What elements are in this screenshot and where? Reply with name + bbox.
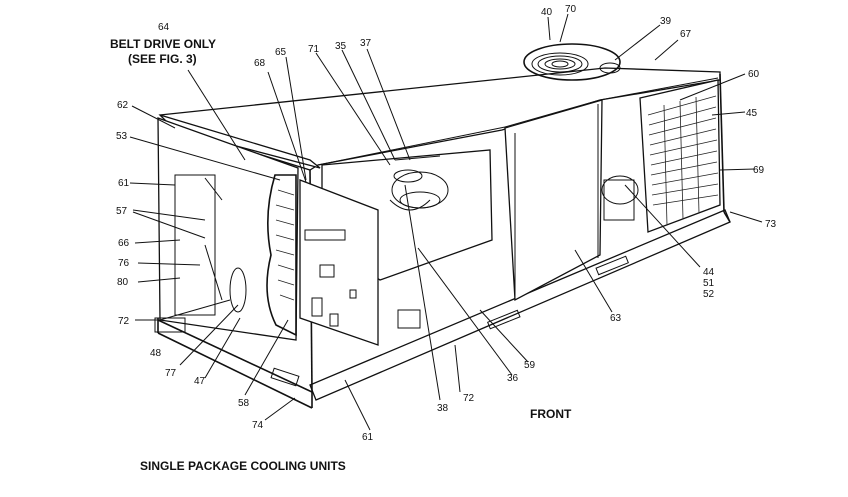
- callout-64: 64: [158, 22, 170, 33]
- callout-36: 36: [507, 373, 519, 384]
- callout-47: 47: [194, 376, 206, 387]
- evaporator-section: [154, 174, 297, 337]
- callout-74: 74: [252, 420, 264, 431]
- callout-51: 51: [703, 278, 715, 289]
- callout-58: 58: [238, 398, 250, 409]
- callout-44: 44: [703, 267, 715, 278]
- callout-60: 60: [748, 69, 760, 80]
- callout-39: 39: [660, 16, 672, 27]
- condenser-fan: [523, 43, 621, 81]
- callout-72-left: 72: [118, 316, 130, 327]
- callout-37: 37: [360, 38, 372, 49]
- callouts: 40 70 39 67 64 BELT DRIVE ONLY (SEE FIG.…: [110, 4, 777, 443]
- condenser-coil-grille: [601, 79, 721, 233]
- callout-80: 80: [117, 277, 129, 288]
- callout-77: 77: [165, 368, 177, 379]
- callout-59: 59: [524, 360, 536, 371]
- callout-40: 40: [541, 7, 553, 18]
- control-panel: [299, 179, 421, 346]
- callout-48: 48: [150, 348, 162, 359]
- callout-52: 52: [703, 289, 715, 300]
- callout-57: 57: [116, 206, 128, 217]
- note-belt-drive: BELT DRIVE ONLY: [110, 37, 216, 51]
- callout-38: 38: [437, 403, 449, 414]
- note-see-fig: (SEE FIG. 3): [128, 52, 197, 66]
- callout-71: 71: [308, 44, 320, 55]
- callout-53: 53: [116, 131, 128, 142]
- callout-61-top: 61: [118, 178, 130, 189]
- callout-69: 69: [753, 165, 765, 176]
- front-label: FRONT: [530, 407, 572, 421]
- figure-title: SINGLE PACKAGE COOLING UNITS: [140, 459, 346, 473]
- callout-70: 70: [565, 4, 577, 15]
- callout-35: 35: [335, 41, 347, 52]
- callout-67: 67: [680, 29, 692, 40]
- callout-61-bottom: 61: [362, 432, 374, 443]
- callout-45: 45: [746, 108, 758, 119]
- front-panels: [270, 99, 629, 387]
- callout-72-right: 72: [463, 393, 475, 404]
- callout-62: 62: [117, 100, 129, 111]
- callout-76: 76: [118, 258, 130, 269]
- callout-73: 73: [765, 219, 777, 230]
- callout-66: 66: [118, 238, 130, 249]
- leader-lines: [129, 13, 763, 431]
- callout-68: 68: [254, 58, 266, 69]
- callout-65: 65: [275, 47, 287, 58]
- callout-63: 63: [610, 313, 622, 324]
